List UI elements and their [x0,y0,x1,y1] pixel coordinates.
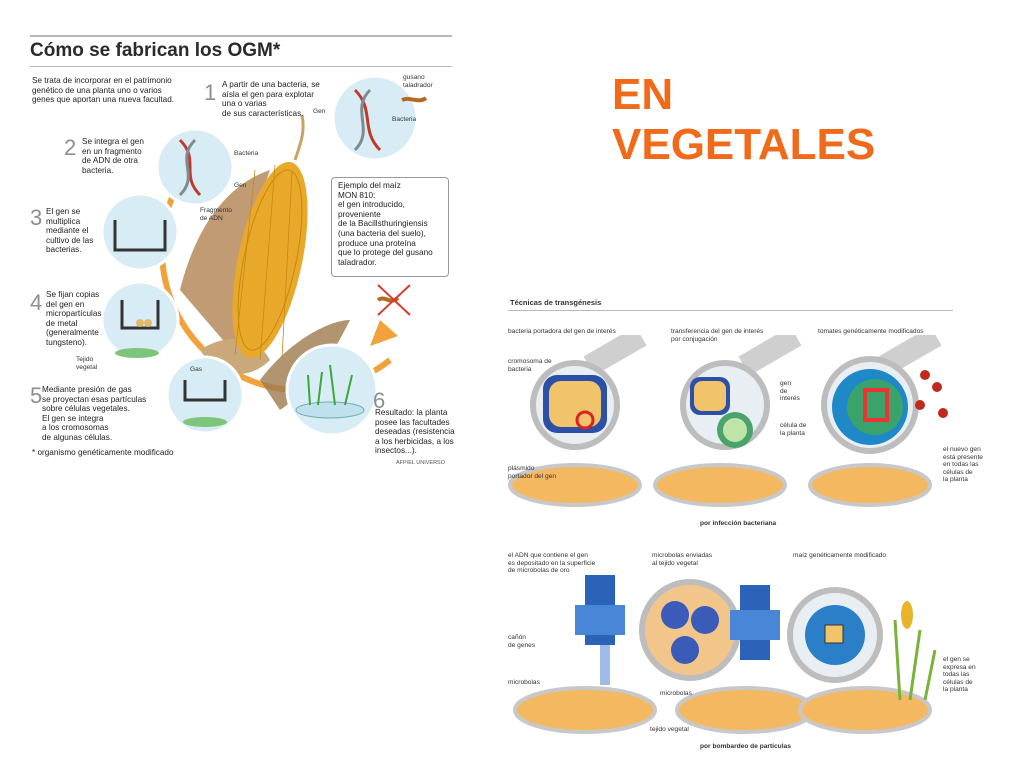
label-gas: Gas [190,366,203,373]
step-5-number: 5 [30,383,43,408]
label-microbolas-mid: microbolas [660,690,692,697]
step-3-circle [100,192,180,272]
step-2-circle [155,127,235,207]
top-rule [30,35,452,37]
top-illustration [508,335,948,507]
label-bacteria-2: Bacteria [234,150,259,157]
caption-bombardeo: por bombardeo de partículas [700,743,791,750]
step-2-number: 2 [64,135,77,160]
heading-line-1: EN [612,70,674,119]
step-1-circle [331,74,419,162]
heading-line-2: VEGETALES [612,120,876,169]
slide-heading: EN VEGETALES [612,70,875,170]
step-6-number: 6 [373,388,386,413]
step-5-circle [165,355,245,435]
label-gen: Gen [313,108,326,115]
bottom-illustration [513,575,937,734]
step-6-circle [285,343,379,437]
title-rule [30,66,452,67]
label-bacteria: Bacteria [392,116,417,123]
label-tejido-vegetal: tejido vegetal [650,726,689,733]
caption-infeccion: por infección bacteriana [700,520,777,527]
credit: AFP/EL UNIVERSO [396,460,446,466]
step-3-number: 3 [30,205,43,230]
step-4-number: 4 [30,290,43,315]
corn-cob [232,161,308,359]
top-col3-label: tomates genéticamente modificados [818,328,924,335]
tech-rule [508,310,953,311]
bottom-col3-label: maíz genéticamente modificado [793,552,887,559]
ogm-title: Cómo se fabrican los OGM* [30,40,281,61]
label-microbolas-left: microbolas [508,679,540,686]
top-col1-label: bacteria portadora del gen de interés [508,328,616,335]
label-gen-2: Gen [234,182,247,189]
ogm-intro: Se trata de incorporar en el patrimonio … [32,76,175,105]
footnote: * organismo genéticamente modificado [32,448,174,457]
tech-title: Técnicas de transgénesis [510,298,602,307]
path-arrow [370,320,398,346]
step-1-number: 1 [204,80,217,105]
ogm-illustration [100,74,428,437]
